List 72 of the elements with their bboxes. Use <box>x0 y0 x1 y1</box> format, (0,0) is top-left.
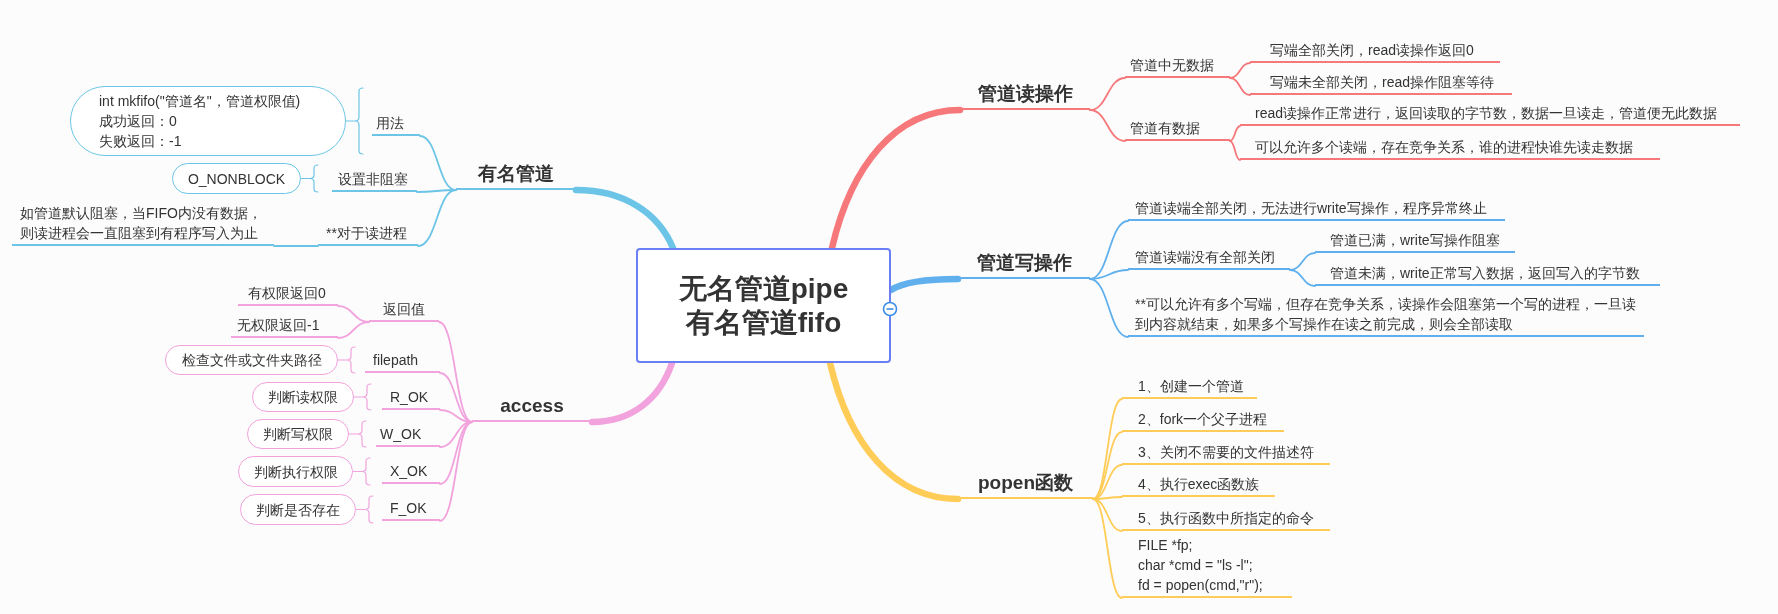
underlined-topic: 设置非阻塞 <box>332 170 417 192</box>
underlined-topic: 返回值 <box>369 302 439 322</box>
underlined-topic: 3、关闭不需要的文件描述符 <box>1122 445 1330 465</box>
underlined-topic: **可以允许有多个写端，但存在竞争关系，读操作会阻塞第一个写的进程，一旦读到内容就结束，如果多个写操作在读之前完成，则会全部读取 <box>1128 293 1644 337</box>
branch-line <box>1089 109 1126 142</box>
underlined-topic <box>1122 538 1292 598</box>
rounded-box: O_NONBLOCK <box>172 163 301 194</box>
brace-connector <box>348 420 367 448</box>
underlined-topic: 写端未全部关闭，read操作阻塞等待 <box>1250 75 1512 95</box>
branch-line <box>1229 62 1251 79</box>
rounded-box: 判断执行权限 <box>238 456 353 487</box>
brace-connector <box>352 457 371 486</box>
underlined-topic: W_OK <box>376 427 440 447</box>
underlined-topic: X_OK <box>382 464 440 484</box>
branch-line <box>1092 431 1123 500</box>
underlined-topic: F_OK <box>382 501 440 521</box>
underlined-topic: 1、创建一个管道 <box>1122 379 1257 399</box>
branch-line <box>273 245 319 247</box>
underlined-topic: 管道中无数据 <box>1125 56 1230 78</box>
underlined-topic: 管道有数据 <box>1125 121 1230 141</box>
text-line: 成功返回：0 <box>99 112 178 131</box>
branch-line <box>1289 269 1316 287</box>
branch-line <box>439 421 473 522</box>
branch-line <box>1089 278 1129 338</box>
underlined-topic: **对于读进程 <box>318 224 418 246</box>
brace-connector <box>345 87 364 155</box>
main-topic: 有名管道 <box>456 160 576 190</box>
branch-line <box>1229 125 1241 142</box>
brace-connector <box>355 495 374 524</box>
underlined-topic: filepath <box>365 353 440 373</box>
branch-line <box>337 321 370 339</box>
underlined-topic: 写端全部关闭，read读操作返回0 <box>1250 43 1500 63</box>
underlined-topic: 管道未满，write正常写入数据，返回写入的字节数 <box>1315 266 1660 286</box>
underlined-topic: 如管道默认阻塞，当FIFO内没有数据，则读进程会一直阻塞到有程序写入为止 <box>12 196 274 246</box>
underlined-topic: 可以允许多个读端，存在竞争关系，谁的进程快谁先读走数据 <box>1240 140 1660 160</box>
underlined-topic: 管道读端没有全部关闭 <box>1128 250 1290 270</box>
text-line: char *cmd = "ls -l"; <box>1138 556 1254 575</box>
text-line: fd = popen(cmd,"r"); <box>1138 576 1264 595</box>
underlined-topic: read读操作正常进行，返回读取的字节数，数据一旦读走，管道便无此数据 <box>1240 106 1740 126</box>
underlined-topic: 4、执行exec函数族 <box>1122 477 1275 497</box>
branch-line <box>417 189 457 247</box>
brace-connector <box>337 346 356 374</box>
main-topic: popen函数 <box>958 470 1093 499</box>
branch-line <box>1229 77 1251 96</box>
underlined-topic: 用法 <box>372 114 420 136</box>
branch-line <box>416 189 457 193</box>
main-topic: access <box>472 396 592 422</box>
branch-line <box>1092 398 1123 500</box>
branch-line <box>1092 498 1123 532</box>
rounded-box: 判断读权限 <box>252 382 354 412</box>
rounded-box: 判断写权限 <box>247 419 349 449</box>
underlined-topic: 5、执行函数中所指定的命令 <box>1122 511 1330 531</box>
underlined-topic: R_OK <box>382 390 440 410</box>
main-topic: 管道读操作 <box>960 82 1090 110</box>
underlined-topic: 管道读端全部关闭，无法进行write写操作，程序异常终止 <box>1128 201 1505 221</box>
underlined-topic: 有权限返回0 <box>238 286 338 306</box>
underlined-topic: 管道已满，write写操作阻塞 <box>1315 233 1515 253</box>
branch-line <box>1089 269 1129 280</box>
underlined-topic: 无权限返回-1 <box>231 318 338 338</box>
topic-title: 无名管道pipe 有名管道fifo <box>677 271 850 340</box>
main-topic: 管道写操作 <box>958 250 1090 279</box>
text-line: int mkfifo("管道名"，管道权限值) <box>99 92 302 111</box>
brace-connector <box>300 164 319 193</box>
rounded-box: 检查文件或文件夹路径 <box>165 345 338 375</box>
brace-connector <box>353 383 372 411</box>
text-line: FILE *fp; <box>1138 536 1194 555</box>
branch-line <box>1092 498 1123 599</box>
text-line: 失败返回：-1 <box>99 132 183 151</box>
branch-line <box>438 321 473 423</box>
rounded-box: 判断是否存在 <box>240 494 356 525</box>
branch-line <box>1229 140 1241 161</box>
underlined-topic: 2、fork一个父子进程 <box>1122 412 1284 432</box>
